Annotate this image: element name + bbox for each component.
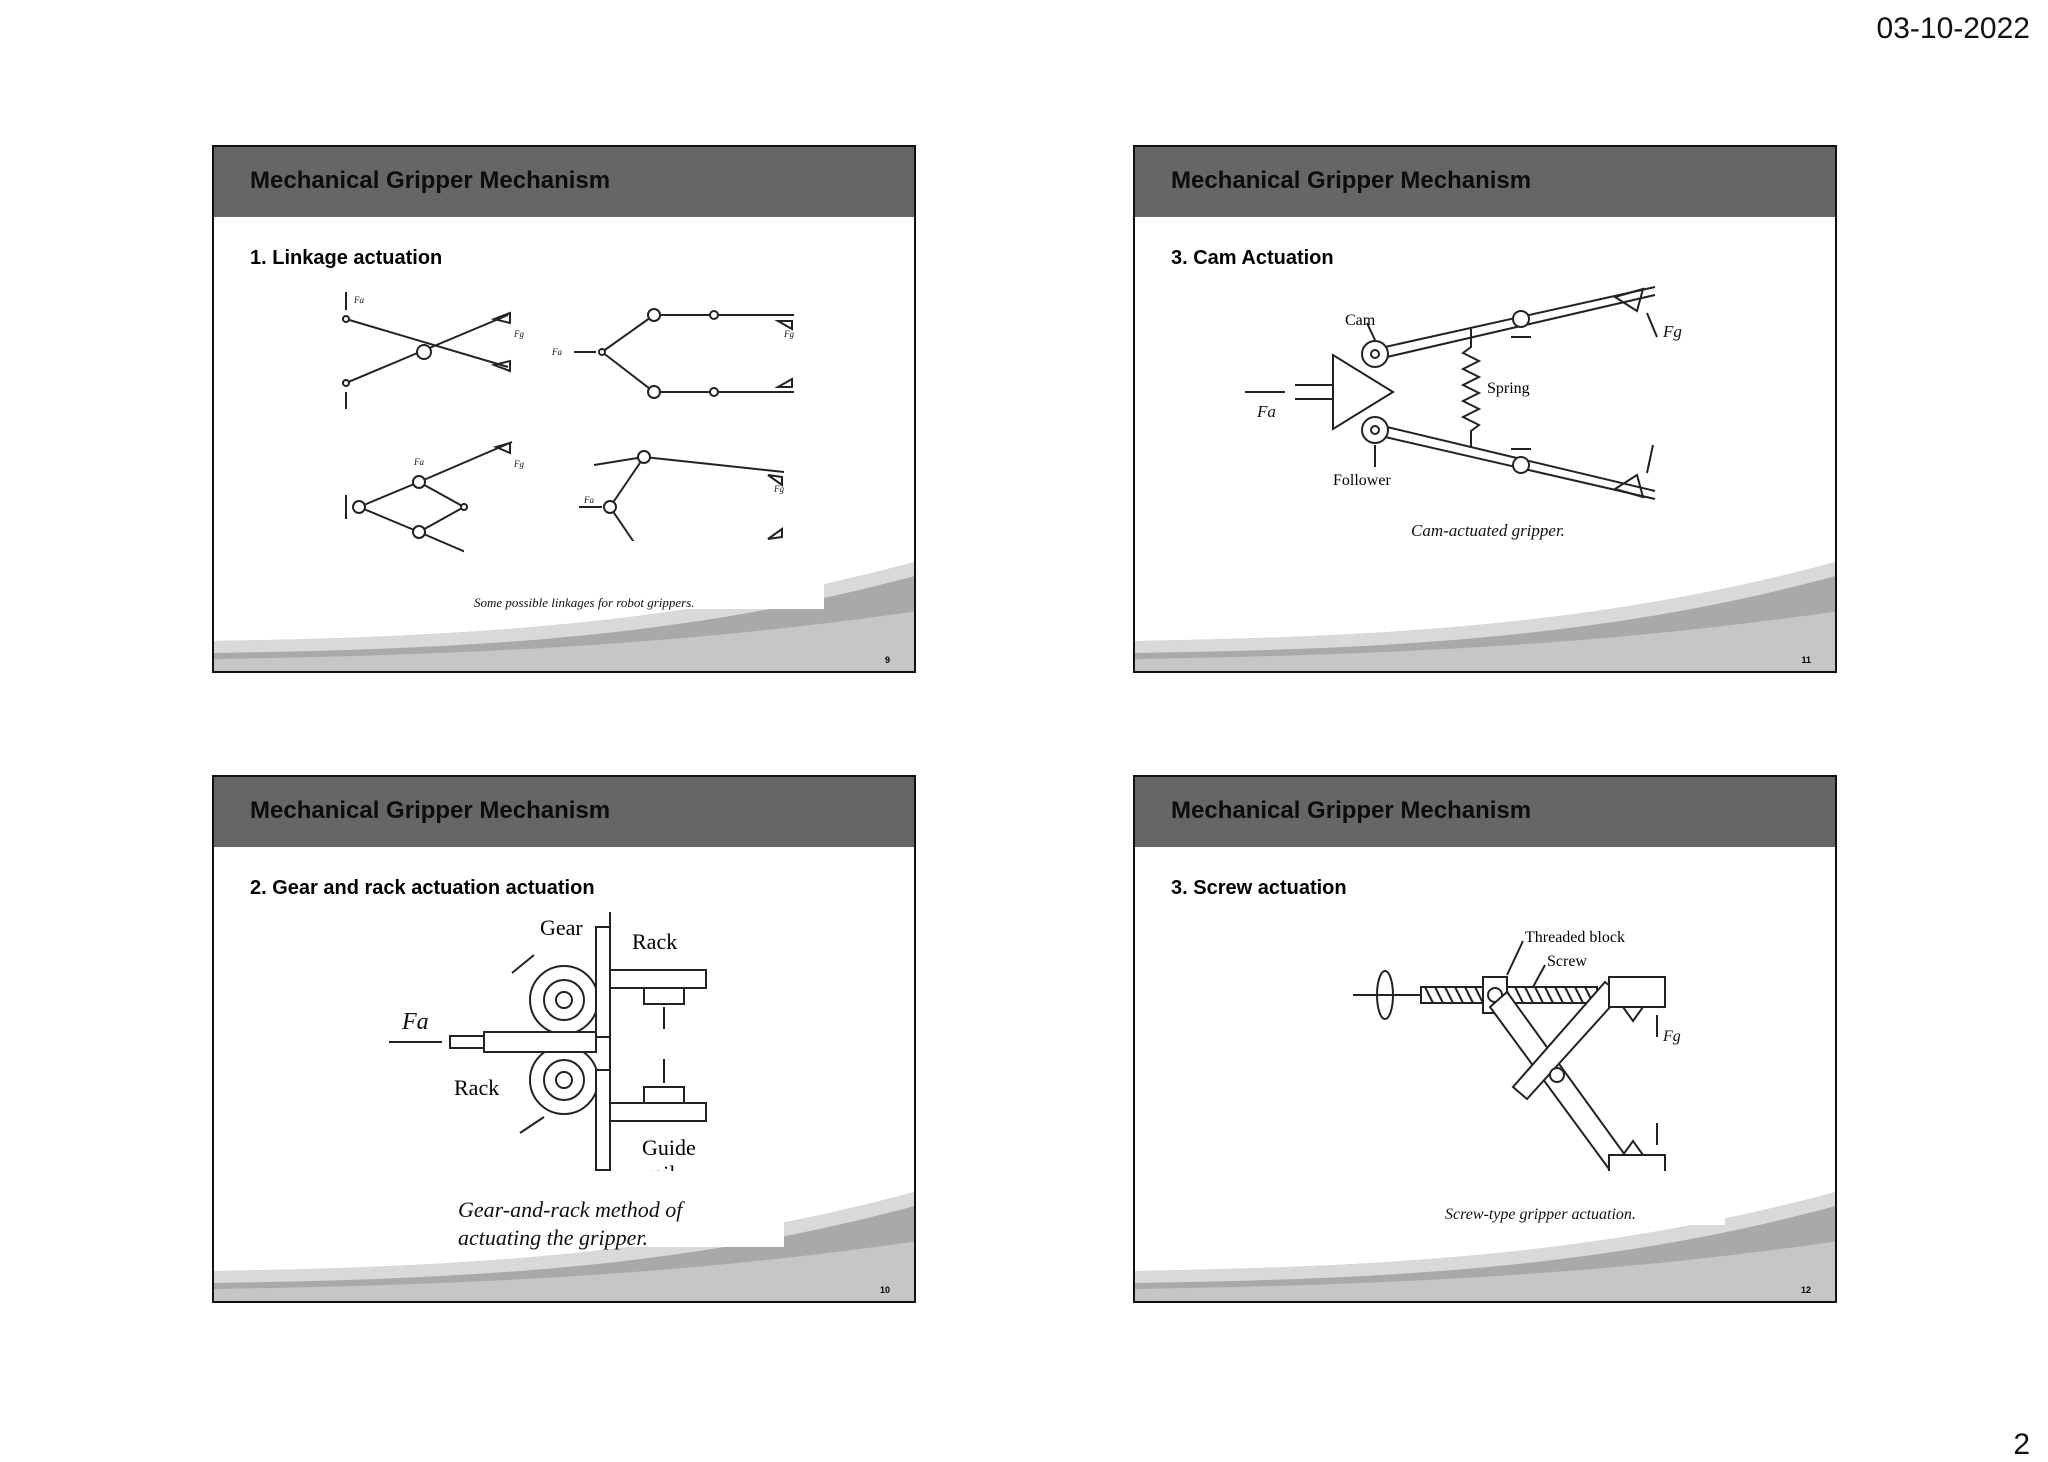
slide-number: 10 — [879, 1285, 890, 1295]
figure-caption: Gear-and-rack method of — [458, 1197, 685, 1222]
gear-rack-figure: Gear Rack Rack Guide rail Fa — [389, 912, 707, 1187]
slide-swoosh — [214, 541, 914, 671]
rack-label: Rack — [454, 1075, 499, 1100]
slide-gear-rack-actuation: Mechanical Gripper Mechanism 2. Gear and… — [212, 775, 916, 1303]
slide-number: 11 — [1801, 655, 1811, 665]
slide-number: 12 — [1800, 1285, 1811, 1295]
caption-layer: Cam-actuated gripper. — [1411, 521, 1565, 540]
screw-figure: Threaded block Screw Fg — [1353, 929, 1681, 1186]
threaded-block-label: Threaded block — [1525, 929, 1625, 946]
slide-number: 9 — [884, 655, 890, 665]
force-label: Fg — [513, 459, 524, 469]
slide-screw-actuation: Mechanical Gripper Mechanism 3. Screw ac… — [1133, 775, 1837, 1303]
rack-label: Rack — [632, 929, 677, 954]
slide-title: Mechanical Gripper Mechanism — [1171, 167, 1532, 194]
slide-subtitle: 3. Cam Actuation — [1171, 247, 1334, 269]
caption-layer: Screw-type gripper actuation. — [1445, 1206, 1636, 1223]
slide-title: Mechanical Gripper Mechanism — [250, 167, 611, 194]
force-label: Fg — [773, 484, 784, 494]
force-label: Fg — [513, 329, 524, 339]
force-label: Fa — [551, 347, 562, 357]
screw-label: Screw — [1547, 953, 1587, 970]
gear-label: Gear — [540, 915, 583, 940]
slide-swoosh — [214, 1171, 914, 1301]
guide-rail-label: Guide — [642, 1135, 696, 1160]
slide-header: Mechanical Gripper Mechanism — [1135, 777, 1835, 847]
force-label: Fa — [413, 457, 424, 467]
figure-caption: actuating the gripper. — [458, 1225, 648, 1250]
slide-swoosh — [1135, 1171, 1835, 1301]
slide-header: Mechanical Gripper Mechanism — [214, 147, 914, 217]
figure-caption: Screw-type gripper actuation. — [1445, 1206, 1636, 1223]
slide-subtitle: 2. Gear and rack actuation actuation — [250, 877, 595, 899]
force-label: Fa — [353, 295, 364, 305]
force-label: Fg — [1662, 322, 1682, 341]
force-label: Fa — [1256, 402, 1276, 421]
slide-swoosh — [1135, 562, 1835, 671]
force-label: Fg — [783, 329, 794, 339]
slide-title: Mechanical Gripper Mechanism — [250, 797, 611, 824]
slide-cam-actuation: Mechanical Gripper Mechanism 3. Cam Actu… — [1133, 145, 1837, 673]
slide-header: Mechanical Gripper Mechanism — [214, 777, 914, 847]
page-number: 2 — [2013, 1428, 2030, 1461]
slide-header: Mechanical Gripper Mechanism — [1135, 147, 1835, 217]
slide-title: Mechanical Gripper Mechanism — [1171, 797, 1532, 824]
caption-layer: Some possible linkages for robot gripper… — [474, 595, 695, 610]
force-label: Fa — [401, 1009, 429, 1035]
caption-layer: Gear-and-rack method of actuating the gr… — [458, 1197, 685, 1250]
slide-linkage-actuation: Mechanical Gripper Mechanism 1. Linkage … — [212, 145, 916, 673]
slide-subtitle: 3. Screw actuation — [1171, 877, 1347, 899]
page-date: 03-10-2022 — [1876, 12, 2030, 45]
cam-figure: Cam Spring Follower Fa Fg — [1245, 286, 1682, 500]
force-label: Fa — [583, 495, 594, 505]
cam-label: Cam — [1345, 312, 1376, 329]
spring-label: Spring — [1487, 380, 1530, 397]
slide-subtitle: 1. Linkage actuation — [250, 247, 443, 269]
force-label: Fg — [1662, 1028, 1681, 1045]
figure-caption: Some possible linkages for robot gripper… — [474, 595, 695, 610]
figure-caption: Cam-actuated gripper. — [1411, 521, 1565, 540]
follower-label: Follower — [1333, 472, 1391, 489]
